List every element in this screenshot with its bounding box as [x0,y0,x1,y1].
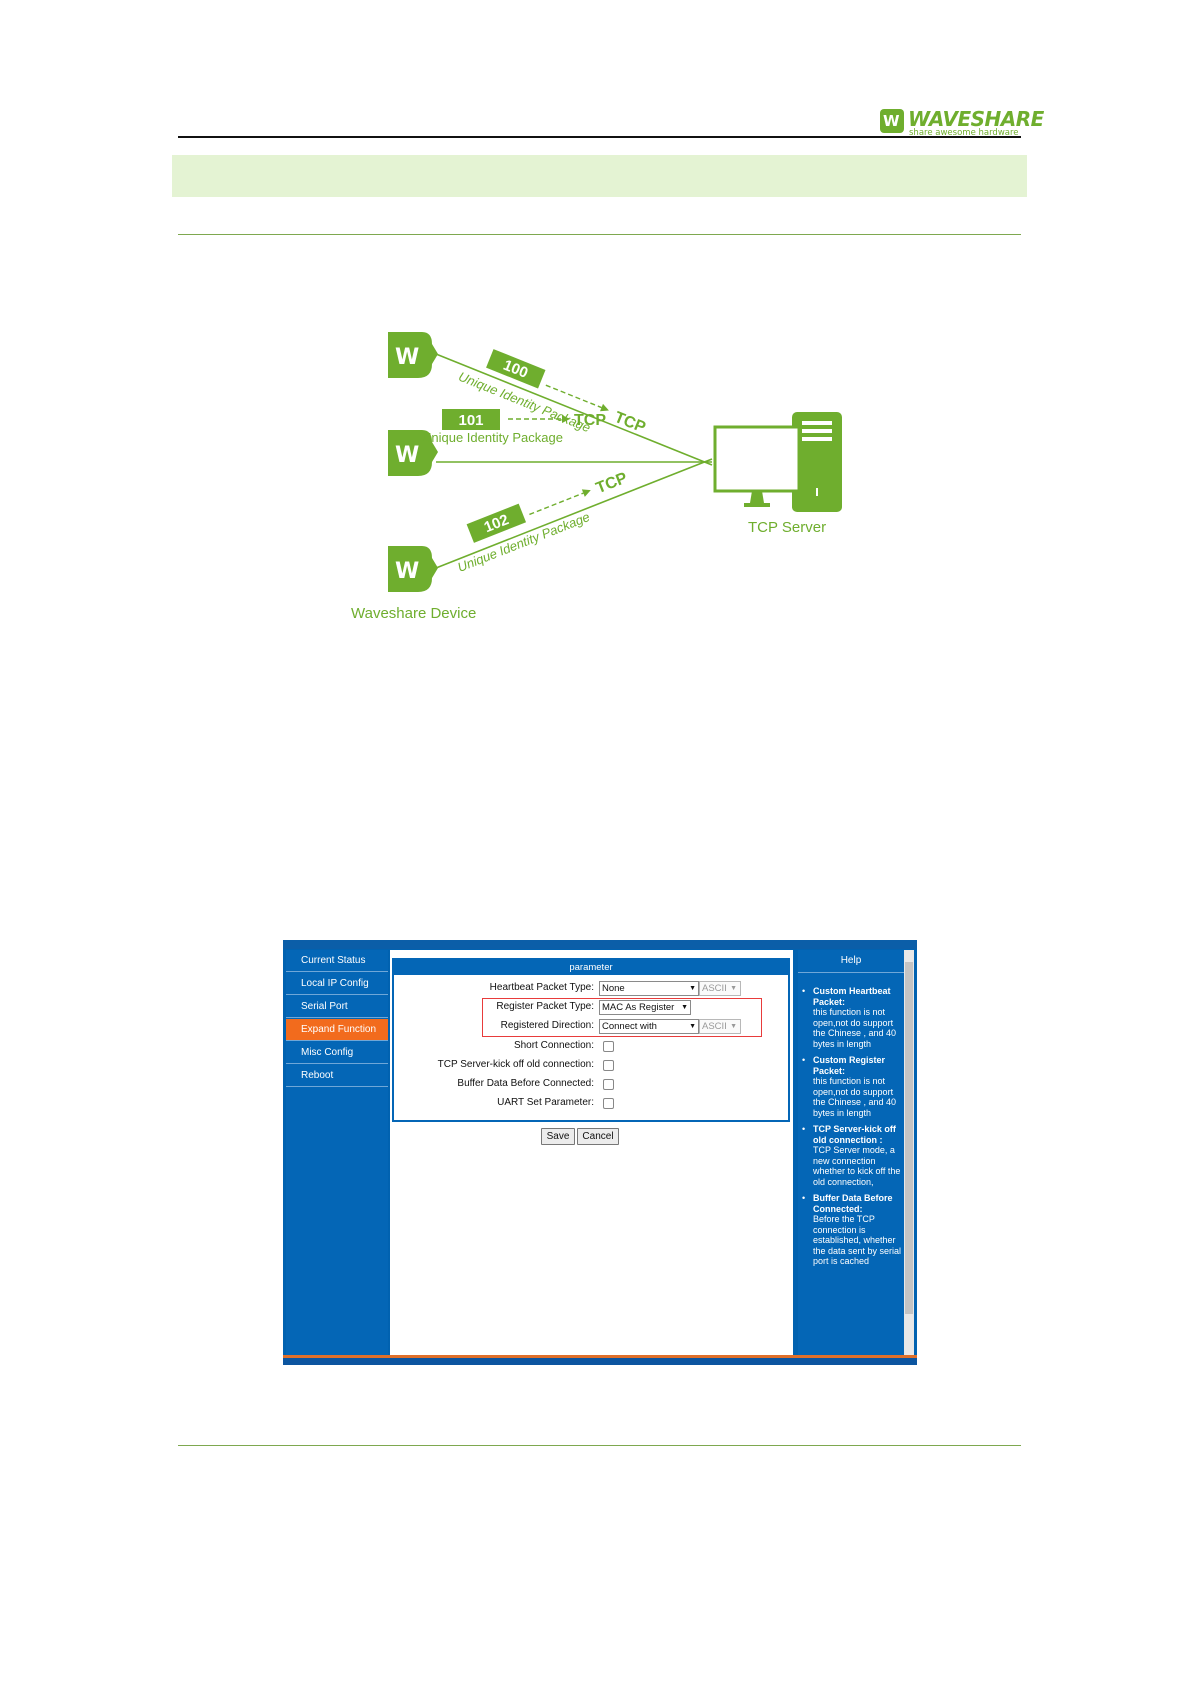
svg-text:W: W [395,345,419,370]
direction-select[interactable]: Connect with▼ [599,1019,699,1034]
short-connection-checkbox[interactable] [603,1041,614,1052]
direction-label: Registered Direction: [500,1020,594,1031]
kick-old-connection-label: TCP Server-kick off old connection: [437,1059,594,1070]
sidebar-nav: Current Status Local IP Config Serial Po… [286,950,388,1355]
section-heading-band [172,155,1027,197]
buffer-data-checkbox[interactable] [603,1079,614,1090]
svg-text:W: W [395,559,419,584]
section-rule [178,234,1021,235]
sidebar-item-misc-config[interactable]: Misc Config [286,1042,388,1064]
short-connection-label: Short Connection: [513,1040,594,1051]
register-type-select[interactable]: MAC As Register▼ [599,1000,691,1015]
heartbeat-type-select[interactable]: None▼ [599,981,699,996]
device-caption: Waveshare Device [351,605,476,622]
help-item: Custom Heartbeat Packet: this function i… [798,986,904,1049]
direction-format-select[interactable]: ASCII▼ [699,1019,741,1034]
help-item: Custom Register Packet: this function is… [798,1055,904,1118]
waveshare-device-icon: W [388,430,438,476]
bottom-bar [283,1355,917,1365]
short-connection-row: Short Connection: [394,1038,788,1056]
arrow-head-icon [562,415,570,423]
packet-id-box [486,349,546,389]
uart-set-label: UART Set Parameter: [497,1097,594,1108]
heartbeat-row: Heartbeat Packet Type: None▼ ASCII▼ [394,980,788,998]
waveshare-logo: WAVESHARE share awesome hardware [880,107,1044,138]
dropdown-arrow-icon: ▼ [689,1023,696,1030]
register-highlight-box [482,998,762,1037]
help-scrollbar[interactable] [904,950,914,1355]
svg-text:W: W [395,443,419,468]
uart-set-checkbox[interactable] [603,1098,614,1109]
brand-tagline: share awesome hardware [909,128,1019,138]
arrow-head-icon [600,403,609,412]
direction-row: Registered Direction: Connect with▼ ASCI… [394,1018,788,1036]
packet-id: 101 [458,412,483,429]
link-line [435,353,713,466]
config-web-ui: Current Status Local IP Config Serial Po… [283,940,917,1365]
sidebar-item-reboot[interactable]: Reboot [286,1065,388,1087]
help-title: Help [798,950,904,973]
tcp-registration-diagram: W W W 100 TCP Unique Identity Package 10… [351,332,842,622]
waveshare-device-icon: W [388,546,438,592]
register-row: Register Packet Type: MAC As Register▼ [394,999,788,1017]
parameter-title: parameter [394,960,788,975]
scrollbar-thumb[interactable] [905,962,913,1314]
dropdown-arrow-icon: ▼ [730,1023,737,1030]
uart-set-row: UART Set Parameter: [394,1095,788,1113]
register-label: Register Packet Type: [496,1001,594,1012]
sidebar-item-current-status[interactable]: Current Status [286,950,388,972]
header-rule [178,136,1021,138]
help-list: Custom Heartbeat Packet: this function i… [798,986,904,1273]
top-bar [283,940,917,949]
buffer-data-row: Buffer Data Before Connected: [394,1076,788,1094]
buffer-data-label: Buffer Data Before Connected: [457,1078,594,1089]
protocol-label: TCP [574,412,606,429]
save-button[interactable]: Save [541,1128,575,1145]
brand-name: WAVESHARE [908,107,1044,131]
link-line [435,458,713,569]
dropdown-arrow-icon: ▼ [681,1004,688,1011]
package-label: Unique Identity Package [422,430,563,445]
packet-id-box [442,409,500,430]
dropdown-arrow-icon: ▼ [730,985,737,992]
waveshare-logo-icon [880,109,904,133]
help-item: Buffer Data Before Connected: Before the… [798,1193,904,1267]
server-caption: TCP Server [748,519,826,536]
help-panel: Help Custom Heartbeat Packet: this funct… [798,950,904,1355]
sidebar-item-local-ip-config[interactable]: Local IP Config [286,973,388,995]
heartbeat-label: Heartbeat Packet Type: [489,982,594,993]
footer-rule [178,1445,1021,1446]
kick-old-connection-row: TCP Server-kick off old connection: [394,1057,788,1075]
parameter-box: parameter Heartbeat Packet Type: None▼ A… [392,958,790,1122]
tcp-server-icon [713,412,842,512]
sidebar-item-expand-function[interactable]: Expand Function [286,1019,388,1041]
main-panel: parameter Heartbeat Packet Type: None▼ A… [390,950,793,1355]
cancel-button[interactable]: Cancel [577,1128,619,1145]
waveshare-device-icon: W [388,332,438,378]
kick-old-connection-checkbox[interactable] [603,1060,614,1071]
sidebar-item-serial-port[interactable]: Serial Port [286,996,388,1018]
help-item: TCP Server-kick off old connection : TCP… [798,1124,904,1187]
dropdown-arrow-icon: ▼ [689,985,696,992]
packet-id-box [466,503,527,543]
arrow-head-icon [581,489,591,497]
heartbeat-format-select[interactable]: ASCII▼ [699,981,741,996]
